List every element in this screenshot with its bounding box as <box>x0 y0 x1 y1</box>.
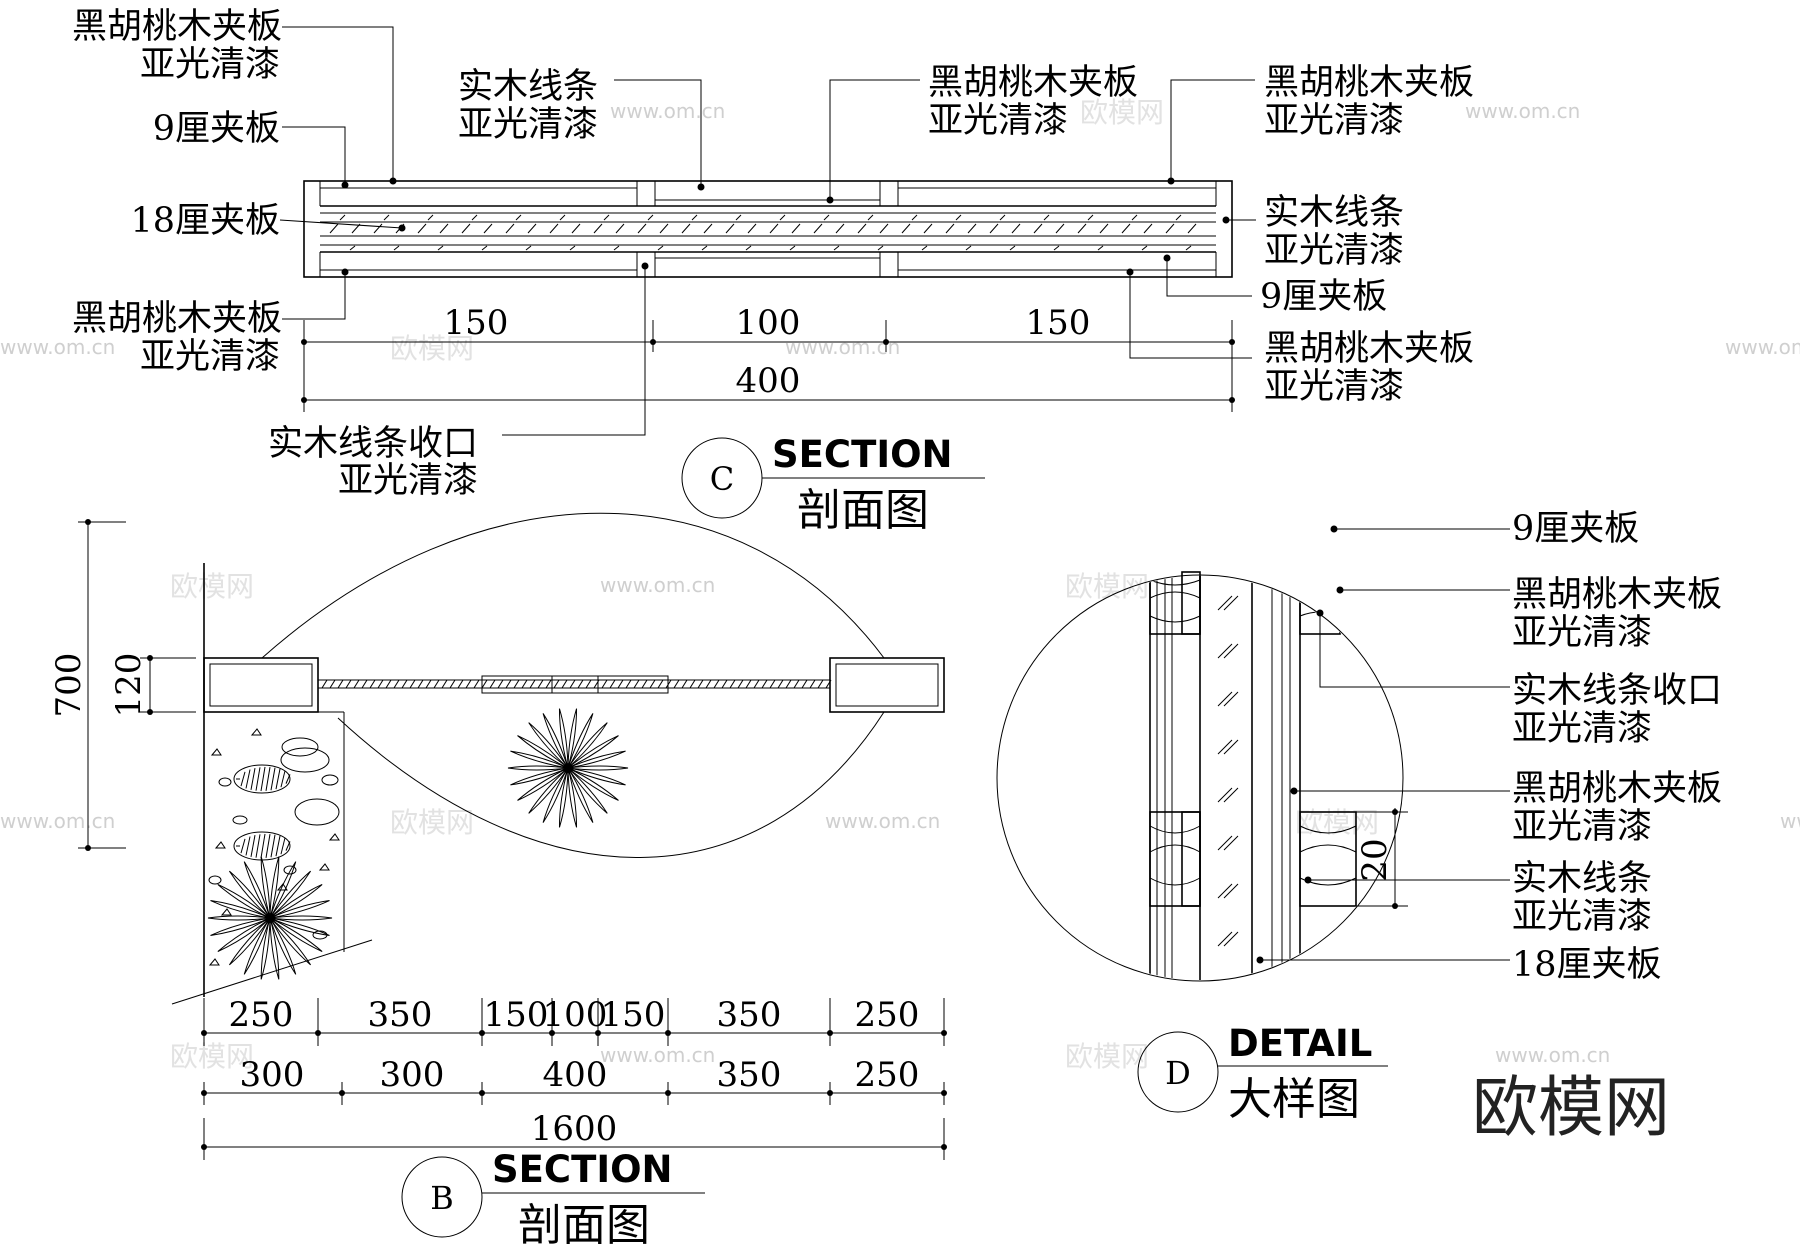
section-c-leaders <box>279 26 1256 436</box>
watermark-cn: 欧模网 <box>1080 96 1164 129</box>
detail-d-tag-circle <box>1137 1031 1219 1113</box>
watermark-cn: 欧模网 <box>170 570 254 603</box>
watermark-url: www.om.cn <box>600 573 715 597</box>
watermark-url: www.om.cn <box>0 809 115 833</box>
label-matte-varnish: 亚光清漆 <box>928 101 1068 141</box>
label-matte-varnish: 亚光清漆 <box>1264 367 1404 407</box>
label-solid-wood-strip: 实木线条 <box>1264 193 1404 233</box>
dimension-label: 350 <box>368 995 433 1035</box>
section-b-vertical-dimensions <box>78 519 196 851</box>
detail-d-subtitle: 大样图 <box>1228 1074 1360 1125</box>
dimension-label: 150 <box>484 995 549 1035</box>
detail-d-tag: D <box>1165 1054 1191 1092</box>
section-c-tag: C <box>710 460 734 498</box>
dimension-label: 300 <box>240 1055 305 1095</box>
label-solid-wood-trim: 实木线条收口 <box>1512 671 1722 711</box>
watermark-url: www.om.cn <box>1465 99 1580 123</box>
section-c-frame <box>303 180 1233 278</box>
label-walnut-veneer: 黑胡桃木夹板 <box>1264 63 1474 103</box>
label-walnut-veneer: 黑胡桃木夹板 <box>72 7 282 47</box>
label-walnut-veneer: 黑胡桃木夹板 <box>72 299 282 339</box>
door-swing-arc-bottom <box>337 711 885 858</box>
detail-d: 20 9厘夹板 黑胡桃木夹板 亚光清漆 实木线条收口 亚光清漆 黑胡桃木夹板 亚… <box>996 509 1722 1125</box>
section-c-subtitle: 剖面图 <box>797 485 929 536</box>
section-b: 700 120 250 350 150 100 150 350 2 <box>49 512 947 1251</box>
watermark-url: www.om.cn <box>610 99 725 123</box>
dimension-label: 150 <box>601 995 666 1035</box>
label-walnut-veneer: 黑胡桃木夹板 <box>928 63 1138 103</box>
section-b-subtitle: 剖面图 <box>518 1200 650 1251</box>
section-b-dimensions-row1 <box>201 998 947 1046</box>
brand-logo: 欧模网 <box>1472 1069 1670 1146</box>
watermark-cn: 欧模网 <box>390 332 474 365</box>
label-walnut-veneer: 黑胡桃木夹板 <box>1264 329 1474 369</box>
label-matte-varnish: 亚光清漆 <box>458 105 598 145</box>
watermark-url: www.om.cn <box>0 335 115 359</box>
section-c-dimensions <box>301 320 1235 412</box>
label-18mm-plywood: 18厘夹板 <box>130 201 280 241</box>
label-9mm-plywood: 9厘夹板 <box>153 109 280 149</box>
watermark-url: www.om.cn <box>1495 1043 1610 1067</box>
label-matte-varnish: 亚光清漆 <box>1512 897 1652 937</box>
detail-d-title: DETAIL <box>1228 1022 1372 1065</box>
watermark-cn: 欧模网 <box>170 1040 254 1073</box>
dimension-label: 1600 <box>531 1109 618 1149</box>
section-b-title: SECTION <box>492 1148 673 1191</box>
section-c-title: SECTION <box>772 433 953 476</box>
dimension-label: 120 <box>109 653 149 718</box>
label-matte-varnish: 亚光清漆 <box>1512 613 1652 653</box>
watermark-url: www.om.cn <box>600 1043 715 1067</box>
dimension-label: 250 <box>855 995 920 1035</box>
watermark-url: www.om.cn <box>1780 809 1800 833</box>
dimension-label: 400 <box>736 361 801 401</box>
dimension-label: 300 <box>380 1055 445 1095</box>
watermark-url: www.om.cn <box>825 809 940 833</box>
watermark-url: www.om.cn <box>785 335 900 359</box>
label-matte-varnish: 亚光清漆 <box>1264 231 1404 271</box>
label-solid-wood-strip: 实木线条 <box>1512 859 1652 899</box>
rail-hatching <box>321 679 832 689</box>
label-solid-wood-trim: 实木线条收口 <box>268 424 478 464</box>
section-b-dimensions-total <box>201 1118 947 1160</box>
dimension-label: 700 <box>49 653 89 718</box>
section-b-dimensions-row2 <box>201 1082 947 1105</box>
dimension-label: 350 <box>717 995 782 1035</box>
dimension-label: 350 <box>717 1055 782 1095</box>
detail-d-leaders <box>1256 525 1510 964</box>
plant-symbol <box>207 856 333 980</box>
label-matte-varnish: 亚光清漆 <box>1512 709 1652 749</box>
watermark-cn: 欧模网 <box>1065 1040 1149 1073</box>
label-solid-wood-strip: 实木线条 <box>458 67 598 107</box>
label-walnut-veneer: 黑胡桃木夹板 <box>1512 575 1722 615</box>
dimension-label: 250 <box>855 1055 920 1095</box>
dimension-label: 150 <box>444 303 509 343</box>
watermark-url: www.om.cn <box>1725 335 1800 359</box>
door-swing-arc-top <box>261 512 885 659</box>
watermark-cn: 欧模网 <box>390 806 474 839</box>
ground-slope-line <box>171 939 373 1005</box>
plant-symbol <box>507 708 629 828</box>
label-matte-varnish: 亚光清漆 <box>338 461 478 501</box>
label-matte-varnish: 亚光清漆 <box>1264 101 1404 141</box>
dimension-label: 150 <box>1026 303 1091 343</box>
dimension-label: 100 <box>543 995 608 1035</box>
watermark-cn: 欧模网 <box>1295 806 1379 839</box>
section-c-hatching <box>329 214 1197 251</box>
label-matte-varnish: 亚光清漆 <box>140 45 280 85</box>
section-b-tag: B <box>430 1179 454 1217</box>
label-walnut-veneer: 黑胡桃木夹板 <box>1512 769 1722 809</box>
dimension-label: 250 <box>229 995 294 1035</box>
section-c: 黑胡桃木夹板 亚光清漆 9厘夹板 18厘夹板 黑胡桃木夹板 亚光清漆 实木线条 … <box>72 7 1474 536</box>
label-matte-varnish: 亚光清漆 <box>1512 807 1652 847</box>
detail-hatching <box>1217 595 1239 980</box>
label-18mm-plywood: 18厘夹板 <box>1512 945 1662 985</box>
section-b-tag-circle <box>401 1156 483 1238</box>
dimension-label: 100 <box>736 303 801 343</box>
dimension-label: 400 <box>543 1055 608 1095</box>
label-9mm-plywood: 9厘夹板 <box>1512 509 1639 549</box>
label-9mm-plywood: 9厘夹板 <box>1260 277 1387 317</box>
label-matte-varnish: 亚光清漆 <box>140 337 280 377</box>
dimension-label: 20 <box>1355 838 1395 881</box>
